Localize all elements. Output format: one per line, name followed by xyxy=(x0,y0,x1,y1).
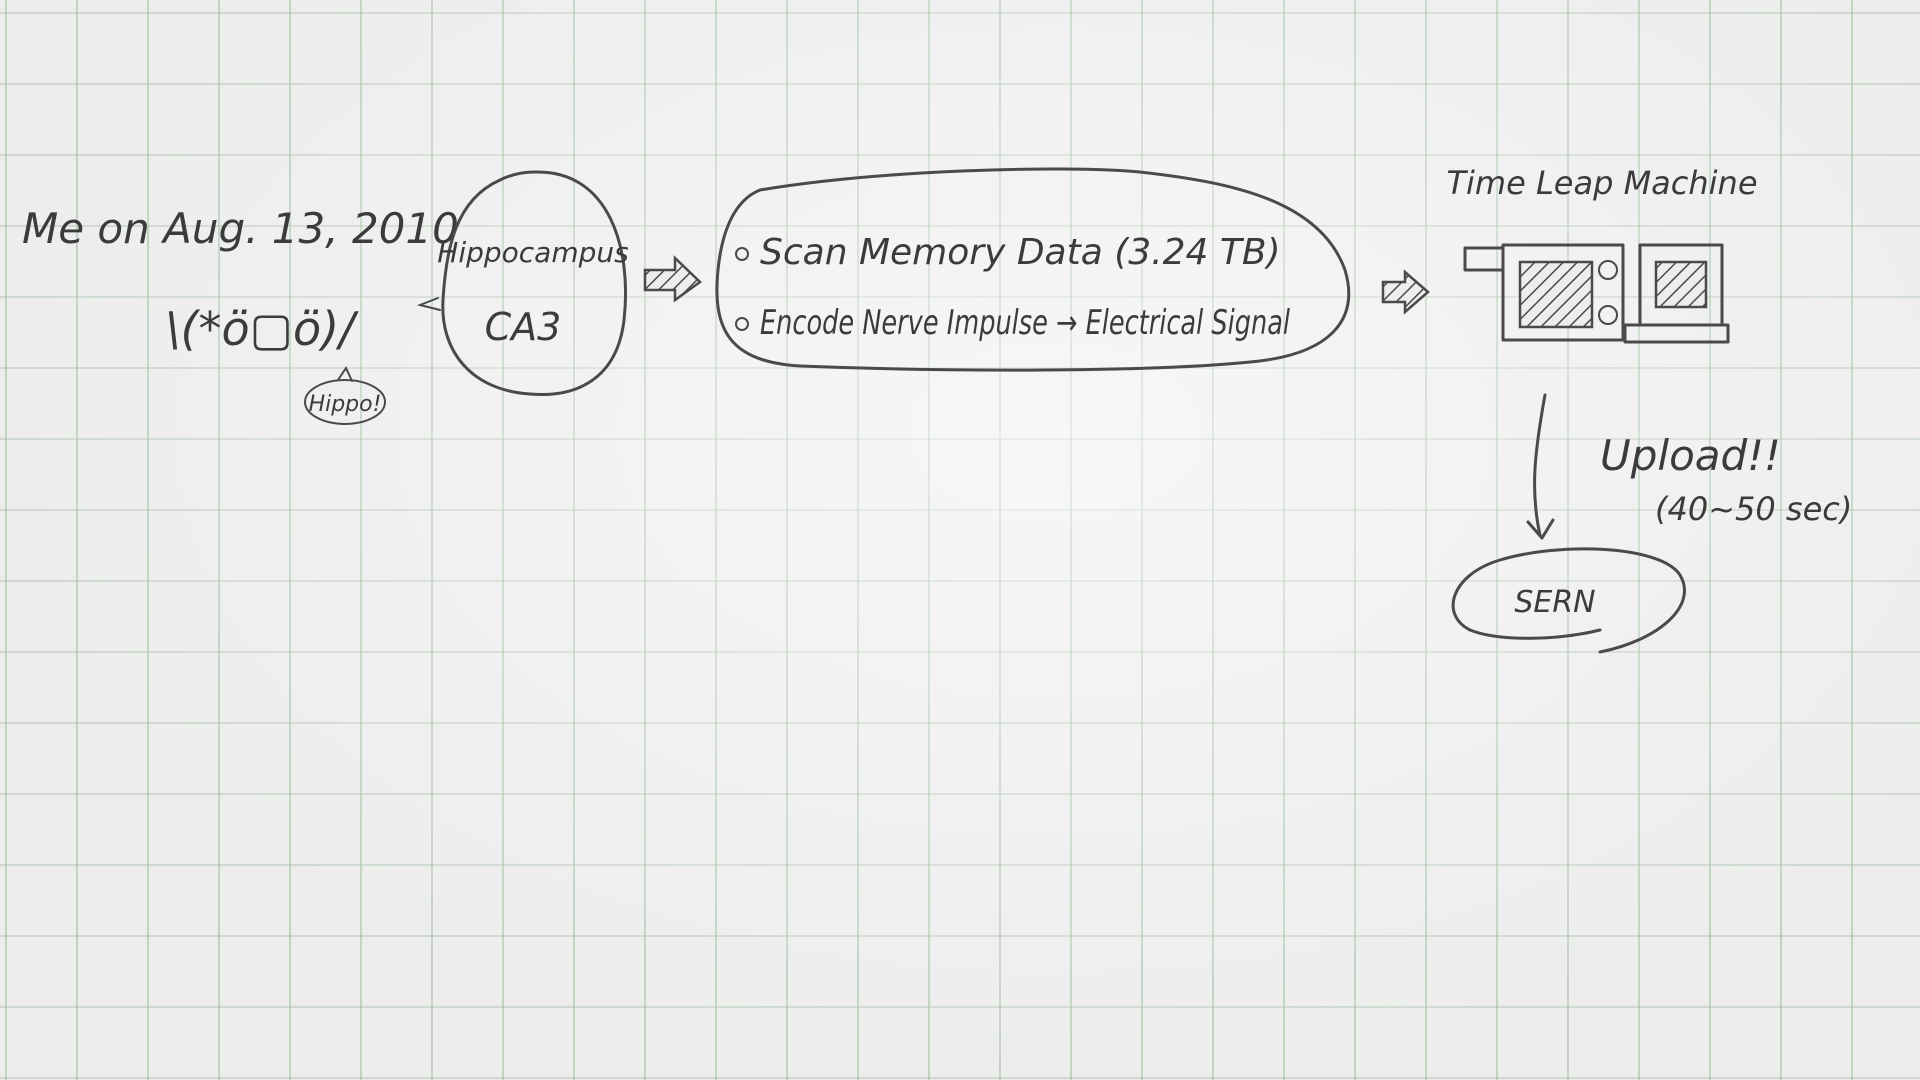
down-arrow xyxy=(1533,393,1547,537)
upload-time: (40~50 sec) xyxy=(1655,490,1852,528)
ca3-label: CA3 xyxy=(485,305,562,349)
hippocampus-outline xyxy=(441,170,628,397)
sern-outline xyxy=(1451,547,1686,654)
destination-label: SERN xyxy=(1514,585,1595,620)
speech-pointer xyxy=(416,297,441,311)
microwave-icon xyxy=(1463,243,1625,342)
process-bubble-outline xyxy=(715,167,1351,372)
machine-title: Time Leap Machine xyxy=(1446,164,1757,202)
hippo-bubble-tail xyxy=(337,365,353,382)
upload-label: Upload!! xyxy=(1600,431,1781,480)
hippo-bubble-text: Hippo! xyxy=(309,392,382,417)
bullet-icon xyxy=(735,247,749,261)
down-arrow-head xyxy=(1526,518,1555,540)
arrow-icon xyxy=(643,255,702,303)
process-item-encode: Encode Nerve Impulse → Electrical Signal xyxy=(760,303,1290,343)
bullet-icon xyxy=(735,317,749,331)
hippo-bubble-outline xyxy=(304,379,386,425)
face-emoticon: \(*ö▢ö)/ xyxy=(165,302,359,356)
process-item-scan: Scan Memory Data (3.24 TB) xyxy=(760,232,1281,273)
arrow-icon xyxy=(1381,269,1430,315)
hippocampus-label: Hippocampus xyxy=(437,236,628,269)
me-date-label: Me on Aug. 13, 2010 xyxy=(22,204,459,253)
computer-icon xyxy=(1623,243,1730,344)
